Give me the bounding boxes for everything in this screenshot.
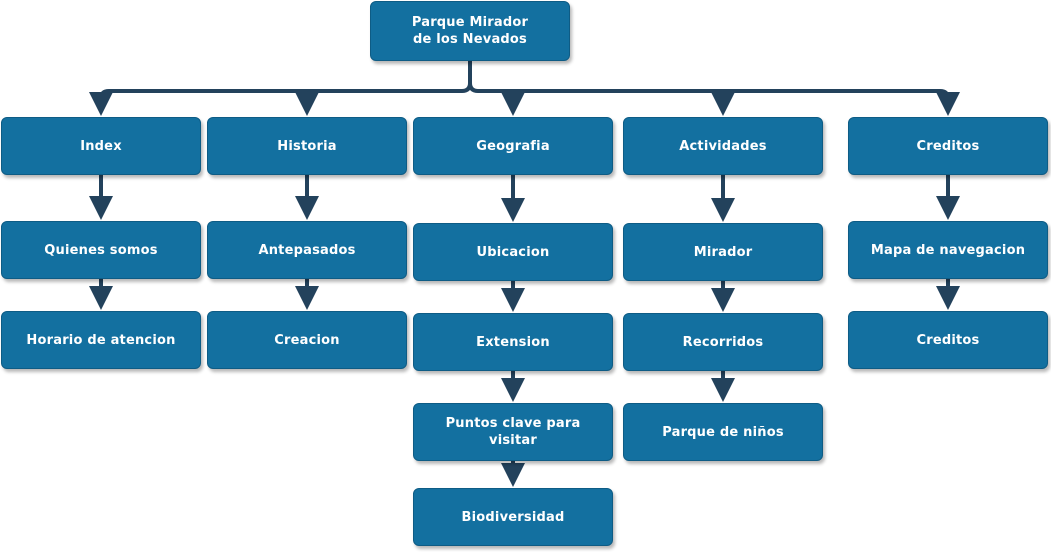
node-recorridos: Recorridos <box>623 313 823 371</box>
node-extension: Extension <box>413 313 613 371</box>
node-historia-label: Historia <box>277 138 337 154</box>
node-creditos: Creditos <box>848 117 1048 175</box>
node-antepasados-label: Antepasados <box>258 242 356 258</box>
node-actividades: Actividades <box>623 117 823 175</box>
node-parque-de-ninos: Parque de niños <box>623 403 823 461</box>
connector-root-index <box>89 61 472 116</box>
node-horario-de-atencion-label: Horario de atencion <box>26 332 176 348</box>
root-node: Parque Mirador de los Nevados <box>370 1 570 61</box>
node-mirador-label: Mirador <box>693 244 753 260</box>
node-antepasados: Antepasados <box>207 221 407 279</box>
node-creditos-page: Creditos <box>848 311 1048 369</box>
node-quienes-somos: Quienes somos <box>1 221 201 279</box>
node-geografia: Geografia <box>413 117 613 175</box>
node-horario-de-atencion: Horario de atencion <box>1 311 201 369</box>
node-quienes-somos-label: Quienes somos <box>44 242 158 258</box>
node-creacion-label: Creacion <box>274 332 340 348</box>
node-index-label: Index <box>80 138 122 154</box>
node-mirador: Mirador <box>623 223 823 281</box>
node-mapa-de-navegacion: Mapa de navegacion <box>848 221 1048 279</box>
connector-root-historia <box>295 89 462 116</box>
node-actividades-label: Actividades <box>679 138 767 154</box>
node-index: Index <box>1 117 201 175</box>
node-ubicacion-label: Ubicacion <box>476 244 550 260</box>
root-node-label: Parque Mirador de los Nevados <box>411 15 529 47</box>
node-recorridos-label: Recorridos <box>682 334 764 350</box>
node-creditos-page-label: Creditos <box>916 332 980 348</box>
node-puntos-clave-para-visitar: Puntos clave para visitar <box>413 403 613 461</box>
node-extension-label: Extension <box>476 334 550 350</box>
node-puntos-clave-para-visitar-label: Puntos clave para visitar <box>445 416 581 448</box>
node-geografia-label: Geografia <box>476 138 550 154</box>
connector-root-creditos <box>715 89 960 116</box>
node-parque-de-ninos-label: Parque de niños <box>662 424 784 440</box>
node-historia: Historia <box>207 117 407 175</box>
node-mapa-de-navegacion-label: Mapa de navegacion <box>870 242 1026 258</box>
node-creacion: Creacion <box>207 311 407 369</box>
node-biodiversidad-label: Biodiversidad <box>461 509 565 525</box>
node-creditos-label: Creditos <box>916 138 980 154</box>
connector-root-geografia <box>468 82 525 116</box>
node-ubicacion: Ubicacion <box>413 223 613 281</box>
node-biodiversidad: Biodiversidad <box>413 488 613 546</box>
